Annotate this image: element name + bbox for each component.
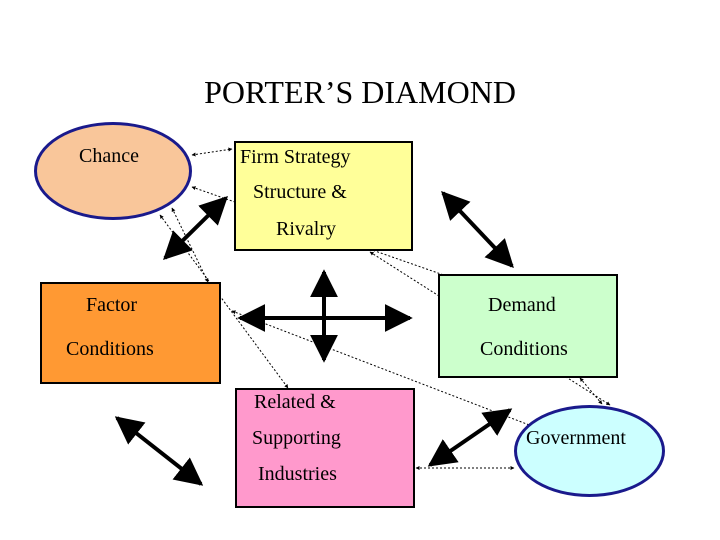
firm-strategy-node [234, 141, 413, 251]
firm-demand-arrow [441, 190, 514, 269]
demand-line-1: Demand [488, 294, 556, 316]
firm-strategy-line-3: Rivalry [276, 218, 336, 240]
chance-label: Chance [79, 145, 139, 167]
demand-conditions-node [438, 274, 618, 378]
demand-government-arrow [579, 377, 603, 405]
government-label: Government [526, 427, 626, 449]
firm-strategy-line-1: Firm Strategy [240, 146, 351, 168]
factor-line-1: Factor [86, 294, 138, 316]
related-line-1: Related & [254, 391, 336, 413]
firm-strategy-line-2: Structure & [253, 181, 347, 203]
related-line-3: Industries [258, 463, 337, 485]
related-line-2: Supporting [252, 427, 341, 449]
factor-line-2: Conditions [66, 338, 154, 360]
factor-related-arrow [114, 416, 204, 486]
related-supporting-node [235, 388, 415, 508]
chance-node [34, 122, 192, 220]
firm-government-arrow [369, 251, 611, 406]
demand-line-2: Conditions [480, 338, 568, 360]
diagram-title: PORTER’S DIAMOND [204, 74, 516, 110]
government-node [514, 405, 665, 497]
related-demand-arrow [427, 408, 513, 467]
firm-factor-arrow [163, 196, 228, 260]
factor-conditions-node [40, 282, 221, 384]
chance-firm-arrow [191, 147, 233, 157]
